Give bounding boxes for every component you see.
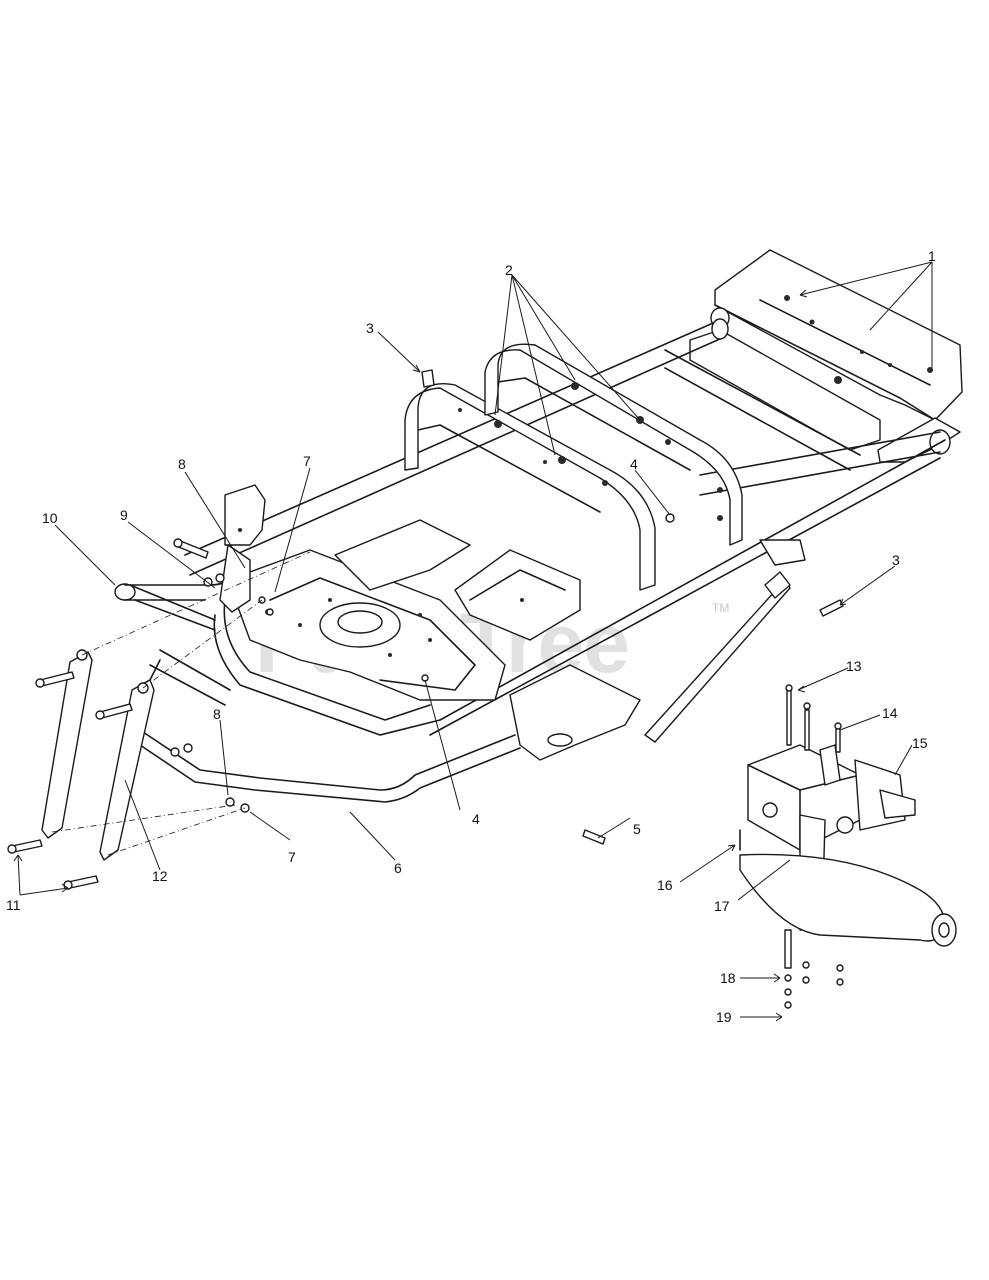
nut-washer-hardware (170, 513, 675, 813)
callout-3-top: 3 (366, 320, 374, 336)
callout-labels: 1 2 3 3 4 4 5 6 7 7 8 8 9 10 11 12 13 14… (6, 248, 936, 1025)
pivot-bracket-inset (739, 744, 957, 947)
front-left-bracket (219, 484, 266, 613)
callout-19: 19 (716, 1009, 732, 1025)
leader-lines (17, 261, 933, 1018)
left-side-rail (184, 318, 729, 576)
callout-16: 16 (657, 877, 673, 893)
callout-9: 9 (120, 507, 128, 523)
callout-6: 6 (394, 860, 402, 876)
callout-11: 11 (6, 897, 21, 913)
caster-post-left (41, 649, 155, 861)
center-deck-plate (227, 519, 506, 701)
callout-8-lower: 8 (213, 706, 221, 722)
diagonal-brace (644, 539, 806, 743)
callout-13: 13 (846, 658, 862, 674)
callout-7-upper: 7 (303, 453, 311, 469)
callout-2: 2 (505, 262, 513, 278)
callout-1: 1 (928, 248, 936, 264)
leader-arrowheads (13, 289, 847, 1022)
callout-10: 10 (42, 510, 58, 526)
callout-18: 18 (720, 970, 736, 986)
front-right-footplate (509, 664, 641, 761)
inset-bolts (784, 684, 844, 1009)
callout-17: 17 (714, 898, 730, 914)
callout-4-lower: 4 (472, 811, 480, 827)
seat-bracket (454, 549, 581, 641)
front-u-frame (129, 584, 441, 736)
callout-12: 12 (152, 868, 168, 884)
right-side-rail (429, 439, 946, 736)
callout-7-lower: 7 (288, 849, 296, 865)
callout-14: 14 (882, 705, 898, 721)
right-hoop (484, 343, 743, 546)
rear-cross-plate (714, 249, 963, 463)
watermark-trademark: TM (712, 601, 729, 615)
callout-3-right: 3 (892, 552, 900, 568)
bolt-hardware (7, 369, 844, 890)
left-hoop (404, 383, 656, 591)
callout-5: 5 (633, 821, 641, 837)
callout-8-upper: 8 (178, 456, 186, 472)
callout-15: 15 (912, 735, 928, 751)
callout-4-upper: 4 (630, 456, 638, 472)
alignment-lines (51, 551, 311, 856)
